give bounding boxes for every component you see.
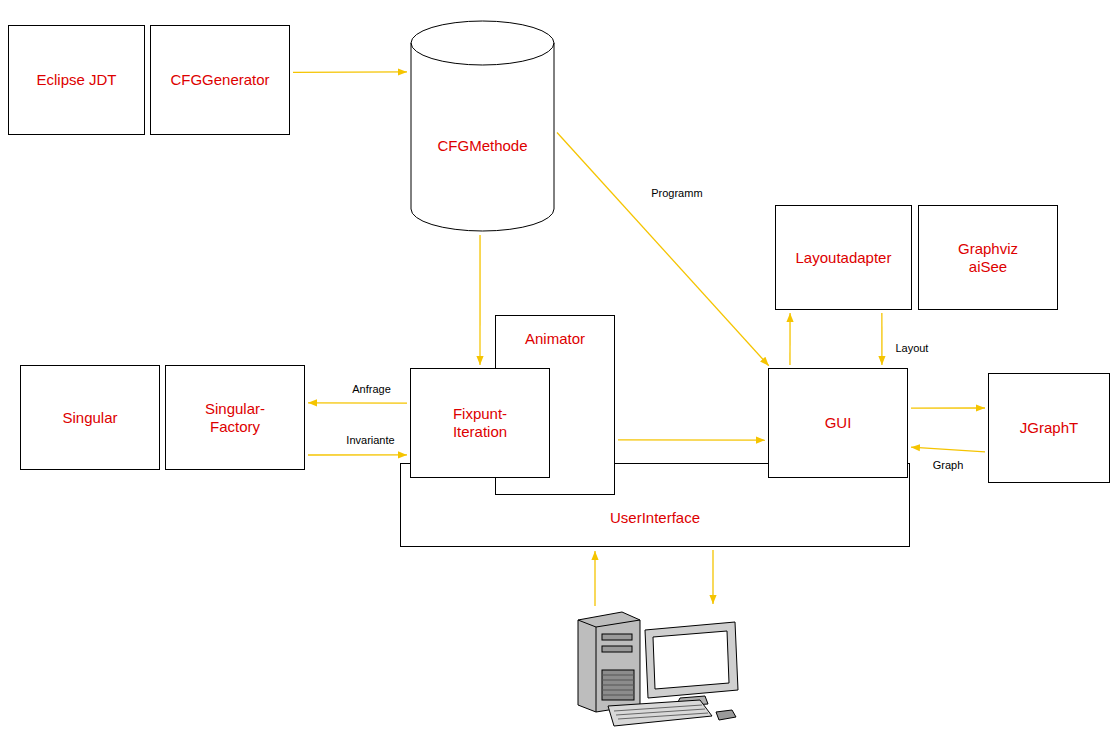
data-flow-arrow [308, 402, 407, 404]
component-box: Singular [20, 365, 160, 470]
component-box: Fixpunt- Iteration [410, 368, 550, 478]
component-label: UserInterface [610, 509, 700, 527]
component-box: JGraphT [988, 373, 1110, 483]
component-label: CFGMethode [437, 137, 527, 155]
user-output-arrow [712, 550, 713, 604]
component-label: JGraphT [1020, 419, 1078, 437]
component-box: Graphviz aiSee [918, 205, 1058, 310]
component-box: Singular- Factory [165, 365, 305, 470]
edge-label: Graph [931, 459, 966, 472]
computer-monitor [645, 622, 738, 706]
component-label: Fixpunt- Iteration [440, 405, 520, 441]
component-label: Layoutadapter [796, 249, 892, 267]
component-label: Singular- Factory [195, 400, 275, 436]
edge-label: Layout [893, 342, 930, 355]
component-box: Eclipse JDT [8, 25, 145, 135]
computer-mouse [716, 710, 736, 720]
computer-tower [578, 612, 640, 712]
component-box: GUI [768, 368, 908, 478]
edge-label: Invariante [344, 433, 396, 446]
edge-label: Anfrage [350, 383, 393, 396]
data-flow-arrow [911, 447, 985, 452]
data-flow-arrow [293, 71, 407, 73]
component-box: CFGGenerator [150, 25, 290, 135]
data-flow-arrow [479, 235, 480, 365]
data-flow-arrow [881, 313, 882, 365]
component-label: CFGGenerator [170, 71, 269, 89]
data-flow-arrow [789, 313, 790, 365]
component-label: Singular [62, 409, 117, 427]
cylinder-outline [410, 20, 555, 232]
component-box: Layoutadapter [775, 205, 912, 310]
data-store-cylinder: CFGMethode [410, 20, 555, 232]
data-flow-arrow [618, 439, 765, 440]
edge-label: Programm [649, 187, 704, 200]
component-label: Graphviz aiSee [948, 240, 1028, 276]
component-label: Eclipse JDT [36, 71, 116, 89]
component-label: Animator [525, 330, 585, 348]
computer-keyboard [608, 700, 712, 726]
component-label: GUI [825, 414, 852, 432]
user-input-arrow [594, 551, 595, 606]
data-flow-arrow [308, 454, 407, 455]
data-flow-arrow [911, 407, 985, 408]
